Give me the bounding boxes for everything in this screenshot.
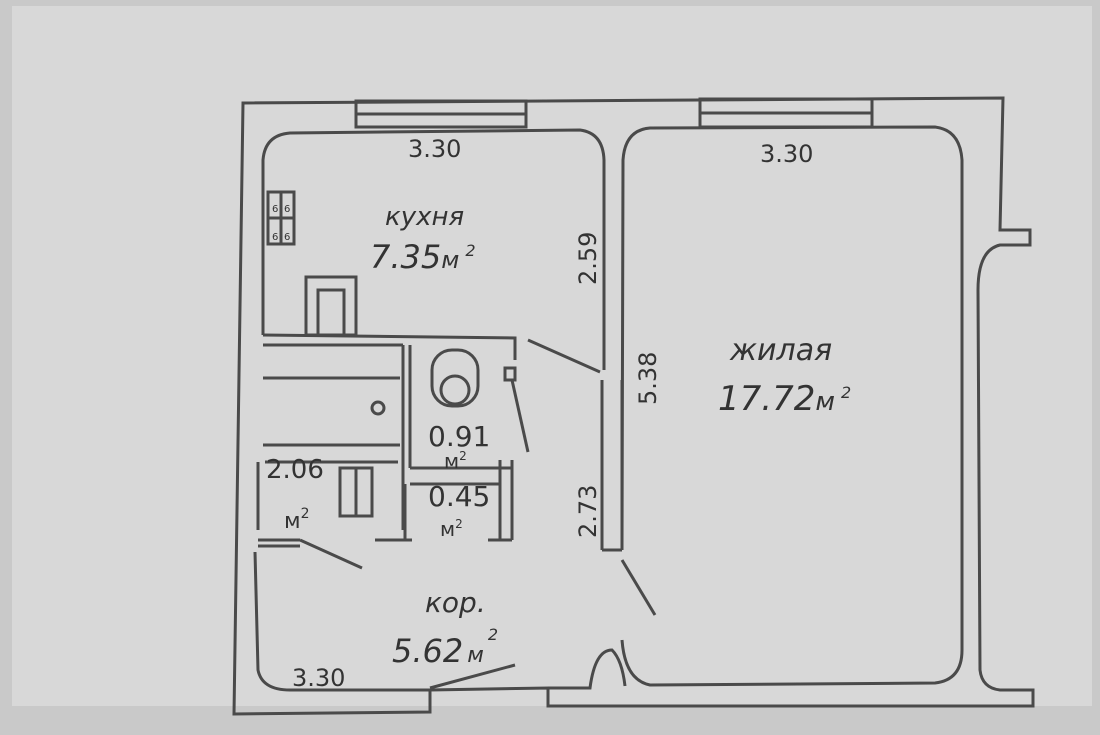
sink-icon [370,400,386,416]
outer-wall [232,96,1035,716]
kitchen-door [527,338,601,374]
living-name: жилая [729,333,832,368]
bathroom-block [262,333,517,464]
toilet-area: 0.91 [428,420,490,453]
dim-kitchen-side: 2.59 [574,232,602,285]
entry-door [429,663,516,690]
stove-mark-2: 6 [284,204,290,215]
living-door [620,559,657,616]
dim-corridor-bottom: 3.30 [292,664,345,692]
closet-area: 0.45 [428,480,490,513]
stove-mark-4: 6 [284,232,290,243]
dim-partition-lower: 2.73 [574,485,602,538]
plan-sheet [12,6,1092,706]
storage-door [299,538,363,570]
toilet-door [510,379,530,453]
kitchen-outline [261,128,606,370]
dim-living-top: 3.30 [760,140,813,168]
corridor-name: кор. [425,586,486,619]
kitchen-name: кухня [385,202,464,232]
dim-partition-upper: 5.38 [634,352,662,405]
vent-duct [304,275,358,337]
living-outline [620,125,964,687]
storage-area: 2.06 [266,455,324,485]
toilet-icon [430,348,480,408]
stove-mark-3: 6 [272,232,278,243]
closet-unit: м2 [440,517,463,541]
storage-unit: м2 [284,506,310,534]
stove-mark-1: 6 [272,204,278,215]
dim-kitchen-top: 3.30 [408,135,461,163]
toilet-unit: м2 [444,449,467,473]
corridor-outline [253,551,430,692]
